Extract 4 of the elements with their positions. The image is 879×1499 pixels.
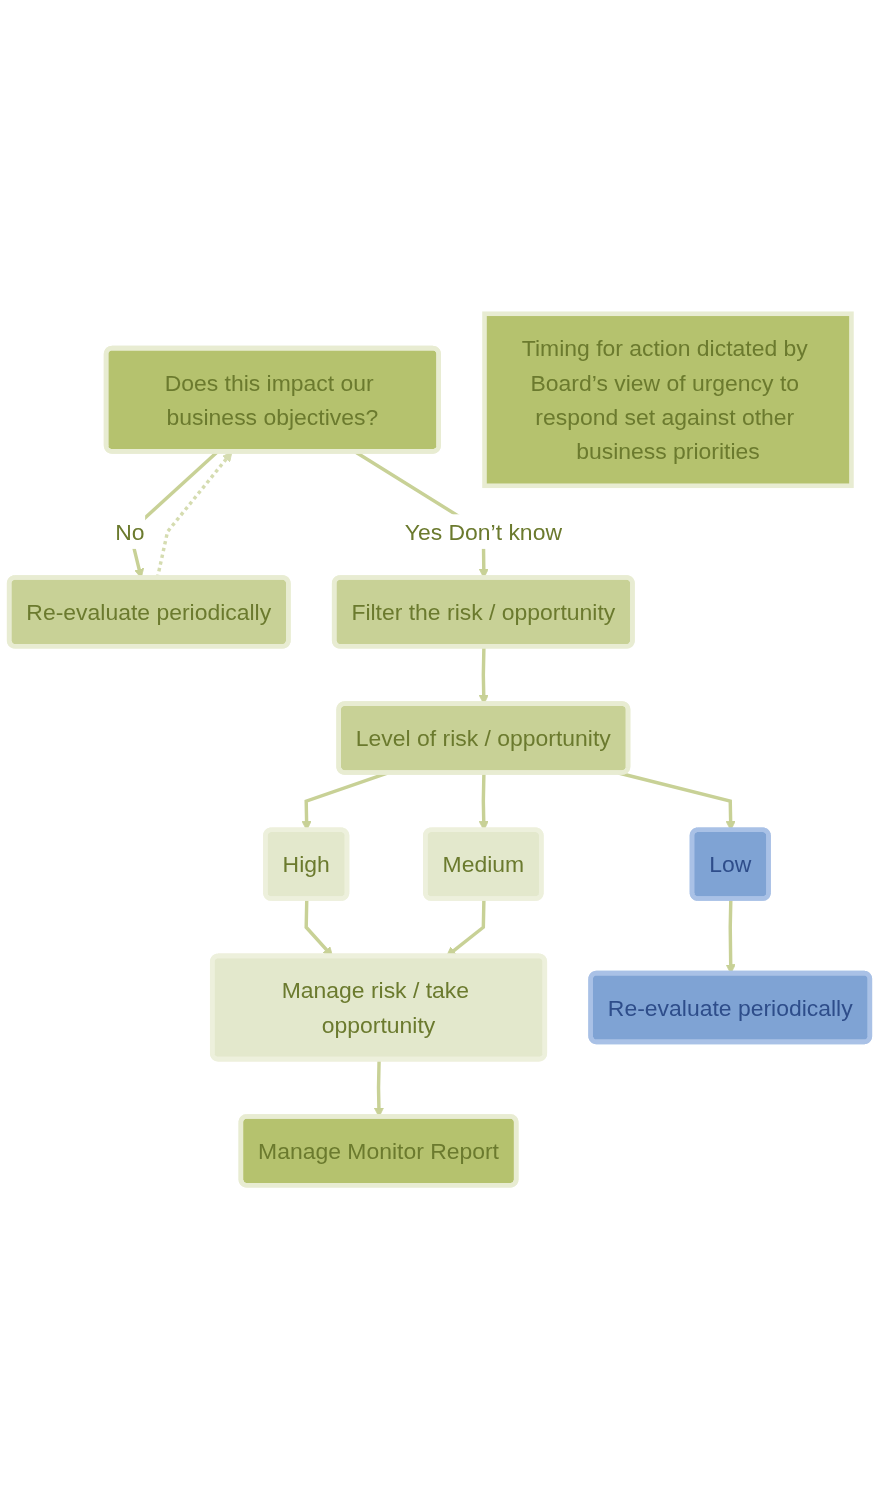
edge-label: No: [115, 519, 145, 545]
edge-label: Yes Don’t know: [404, 519, 562, 545]
node-box: Timing for action dictated by Board’s view of urgency to respond set against other business priorities: [482, 311, 854, 489]
arrow: [446, 899, 486, 957]
